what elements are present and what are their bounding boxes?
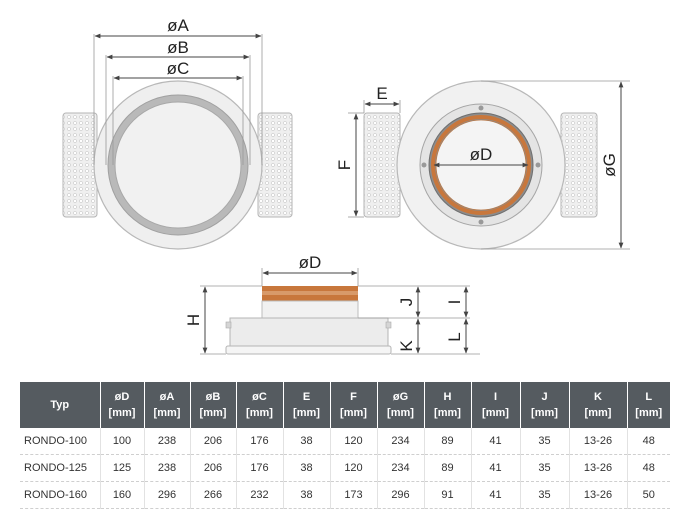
column-header: øB[mm] <box>190 382 237 428</box>
grille-left <box>62 112 98 218</box>
cell-type: RONDO-100 <box>20 428 101 455</box>
flange <box>225 345 392 355</box>
technical-drawing: øA øB øC E F øD <box>62 16 630 355</box>
label-f: F <box>335 160 354 170</box>
screw-top <box>478 105 484 111</box>
label-d: øD <box>470 145 493 164</box>
cell: 238 <box>144 428 191 455</box>
cell: 13-26 <box>569 428 628 455</box>
table-row: RONDO-100 100 238 206 176 38 120 234 89 … <box>20 428 670 455</box>
label-k: K <box>397 340 416 352</box>
label-l: L <box>445 332 464 341</box>
cell: 234 <box>377 454 425 482</box>
body-clip-left <box>225 321 232 329</box>
dimension-table: Typ øD[mm] øA[mm] øB[mm] øC[mm] E[mm] F[… <box>20 382 670 509</box>
label-a: øA <box>167 16 189 35</box>
cell: 160 <box>100 481 145 509</box>
neck <box>261 300 359 319</box>
screw-bottom <box>478 219 484 225</box>
cell: 48 <box>627 454 670 482</box>
label-d: øD <box>299 253 322 272</box>
body <box>229 317 389 347</box>
grille-right <box>257 112 293 218</box>
cell: 38 <box>283 481 331 509</box>
cell: 173 <box>330 481 378 509</box>
cell-type: RONDO-125 <box>20 454 101 482</box>
cell: 35 <box>520 454 570 482</box>
collar-top <box>262 286 358 291</box>
grille-right <box>560 112 598 218</box>
label-c: øC <box>167 59 190 78</box>
column-header: E[mm] <box>283 382 331 428</box>
collar-band <box>262 291 358 295</box>
screw-left <box>421 162 427 168</box>
cell: 296 <box>144 481 191 509</box>
column-header: øD[mm] <box>100 382 145 428</box>
column-header: F[mm] <box>330 382 378 428</box>
label-e: E <box>376 84 387 103</box>
label-j: J <box>397 298 416 307</box>
cell: 89 <box>424 428 472 455</box>
collar-base <box>262 295 358 301</box>
table-row: RONDO-160 160 296 266 232 38 173 296 91 … <box>20 481 670 509</box>
cell: 238 <box>144 454 191 482</box>
cell: 48 <box>627 428 670 455</box>
cell: 206 <box>190 454 237 482</box>
cell: 50 <box>627 481 670 509</box>
cell: 120 <box>330 428 378 455</box>
label-h: H <box>184 314 203 326</box>
cell: 35 <box>520 481 570 509</box>
cell: 296 <box>377 481 425 509</box>
column-header: J[mm] <box>520 382 570 428</box>
copper-collar <box>431 115 531 215</box>
cell: 41 <box>471 454 521 482</box>
cell: 125 <box>100 454 145 482</box>
cell: 176 <box>236 454 284 482</box>
cell: 38 <box>283 454 331 482</box>
column-header: I[mm] <box>471 382 521 428</box>
cell: 100 <box>100 428 145 455</box>
cell: 41 <box>471 481 521 509</box>
grille-left <box>363 112 401 218</box>
column-header: øC[mm] <box>236 382 284 428</box>
table-header-row: Typ øD[mm] øA[mm] øB[mm] øC[mm] E[mm] F[… <box>20 382 670 428</box>
cell: 13-26 <box>569 481 628 509</box>
label-i: I <box>445 300 464 305</box>
front-view: øA øB øC <box>62 16 293 250</box>
screw-right <box>535 162 541 168</box>
cell: 91 <box>424 481 472 509</box>
side-view: øD H J K I L <box>184 253 480 355</box>
cell: 38 <box>283 428 331 455</box>
table-row: RONDO-125 125 238 206 176 38 120 234 89 … <box>20 454 670 482</box>
cell: 234 <box>377 428 425 455</box>
column-header: øA[mm] <box>144 382 191 428</box>
label-b: øB <box>167 38 189 57</box>
column-header: Typ <box>20 382 101 428</box>
cell-type: RONDO-160 <box>20 481 101 509</box>
cell: 13-26 <box>569 454 628 482</box>
cell: 35 <box>520 428 570 455</box>
body-clip-right <box>385 321 392 329</box>
cell: 120 <box>330 454 378 482</box>
cell: 232 <box>236 481 284 509</box>
cell: 89 <box>424 454 472 482</box>
column-header: øG[mm] <box>377 382 425 428</box>
column-header: H[mm] <box>424 382 472 428</box>
column-header: L[mm] <box>627 382 670 428</box>
cell: 206 <box>190 428 237 455</box>
cell: 41 <box>471 428 521 455</box>
cell: 176 <box>236 428 284 455</box>
rear-view: E F øD øG <box>335 80 630 250</box>
label-g: øG <box>600 153 619 177</box>
cell: 266 <box>190 481 237 509</box>
column-header: K[mm] <box>569 382 628 428</box>
inner-disc <box>114 101 242 229</box>
